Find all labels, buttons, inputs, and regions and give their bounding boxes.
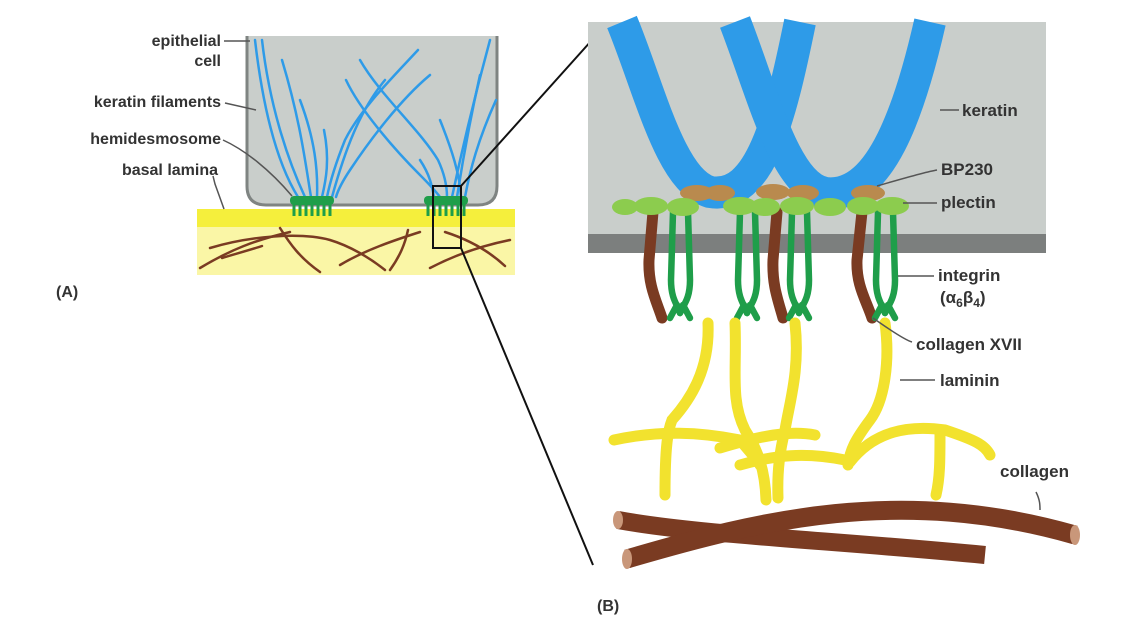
panel-a-letter: (A)	[56, 284, 78, 301]
collagen-xvii-molecules	[643, 206, 878, 324]
laminin-molecules	[608, 317, 996, 506]
leader-lines-b	[872, 109, 1041, 511]
label-keratin: keratin	[962, 101, 1018, 120]
panel-b-letter: (B)	[597, 598, 619, 615]
label-basal-lamina: basal lamina	[122, 162, 218, 179]
bp230-proteins	[680, 184, 885, 201]
label-collagen: collagen	[1000, 462, 1069, 481]
label-epithelial: epithelial	[152, 33, 221, 50]
basal-lamina-band	[197, 209, 515, 227]
label-collagen-xvii: collagen XVII	[916, 335, 1022, 354]
label-bp230: BP230	[941, 160, 993, 179]
label-plectin: plectin	[941, 193, 996, 212]
lamina-fibrils	[198, 226, 512, 274]
hemidesmosome-left	[290, 196, 334, 216]
label-cell: cell	[194, 53, 221, 70]
keratin-filaments-a	[253, 38, 498, 199]
plectin-proteins	[612, 197, 909, 216]
label-integrin: integrin	[938, 266, 1000, 285]
panel-a: epithelial cell keratin filaments hemide…	[56, 33, 515, 301]
label-hemidesmosome: hemidesmosome	[90, 131, 221, 148]
zoom-connectors	[460, 39, 594, 566]
leader-lines-a	[212, 40, 293, 210]
label-laminin: laminin	[940, 371, 1000, 390]
label-keratin-filaments: keratin filaments	[94, 94, 221, 111]
integrin-molecules	[666, 208, 899, 322]
plasma-membrane	[588, 234, 1046, 253]
collagen-fibrils	[613, 500, 1080, 569]
label-integrin-subunits: (α6β4)	[940, 288, 986, 310]
zoom-box	[432, 185, 462, 249]
panel-b: keratin BP230 plectin integrin (α6β4) co…	[588, 15, 1080, 615]
